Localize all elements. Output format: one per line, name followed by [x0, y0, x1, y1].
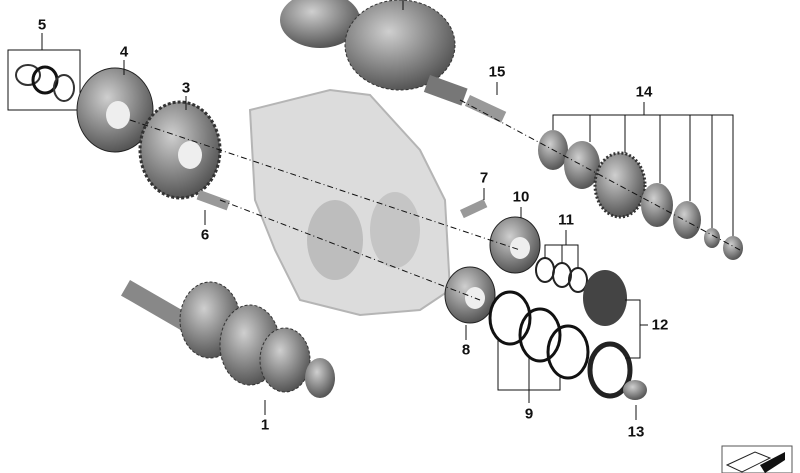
- bolt-15: [464, 94, 507, 123]
- part-label-4[interactable]: 4: [119, 43, 129, 61]
- top-shaft: [280, 0, 468, 106]
- housing-bore: [370, 192, 420, 268]
- bolt-7: [460, 199, 488, 219]
- part-label-11[interactable]: 11: [558, 211, 574, 229]
- view-toggle-icon[interactable]: [721, 445, 793, 473]
- shim-set-14: [538, 130, 743, 260]
- part-label-7[interactable]: 7: [479, 169, 489, 187]
- gearbox-housing: [248, 88, 452, 317]
- part-label-1[interactable]: 1: [260, 416, 270, 434]
- part-label-8[interactable]: 8: [461, 341, 471, 359]
- part-label-6[interactable]: 6: [200, 226, 210, 244]
- part-label-12[interactable]: 12: [651, 316, 669, 334]
- ring-12: [587, 341, 633, 399]
- bolt-6: [196, 190, 231, 211]
- part-label-14[interactable]: 14: [635, 83, 653, 101]
- part-label-9[interactable]: 9: [524, 405, 534, 423]
- part-5-box: [7, 49, 81, 111]
- part-label-5[interactable]: 5: [37, 16, 47, 34]
- bolt-13: [623, 380, 647, 400]
- cover-12: [583, 270, 627, 326]
- main-shaft-1: [121, 280, 335, 398]
- housing-bore: [307, 200, 363, 280]
- part-label-15[interactable]: 15: [488, 63, 506, 81]
- part-label-3[interactable]: 3: [181, 79, 191, 97]
- part-label-10[interactable]: 10: [512, 188, 530, 206]
- part-label-13[interactable]: 13: [627, 423, 645, 441]
